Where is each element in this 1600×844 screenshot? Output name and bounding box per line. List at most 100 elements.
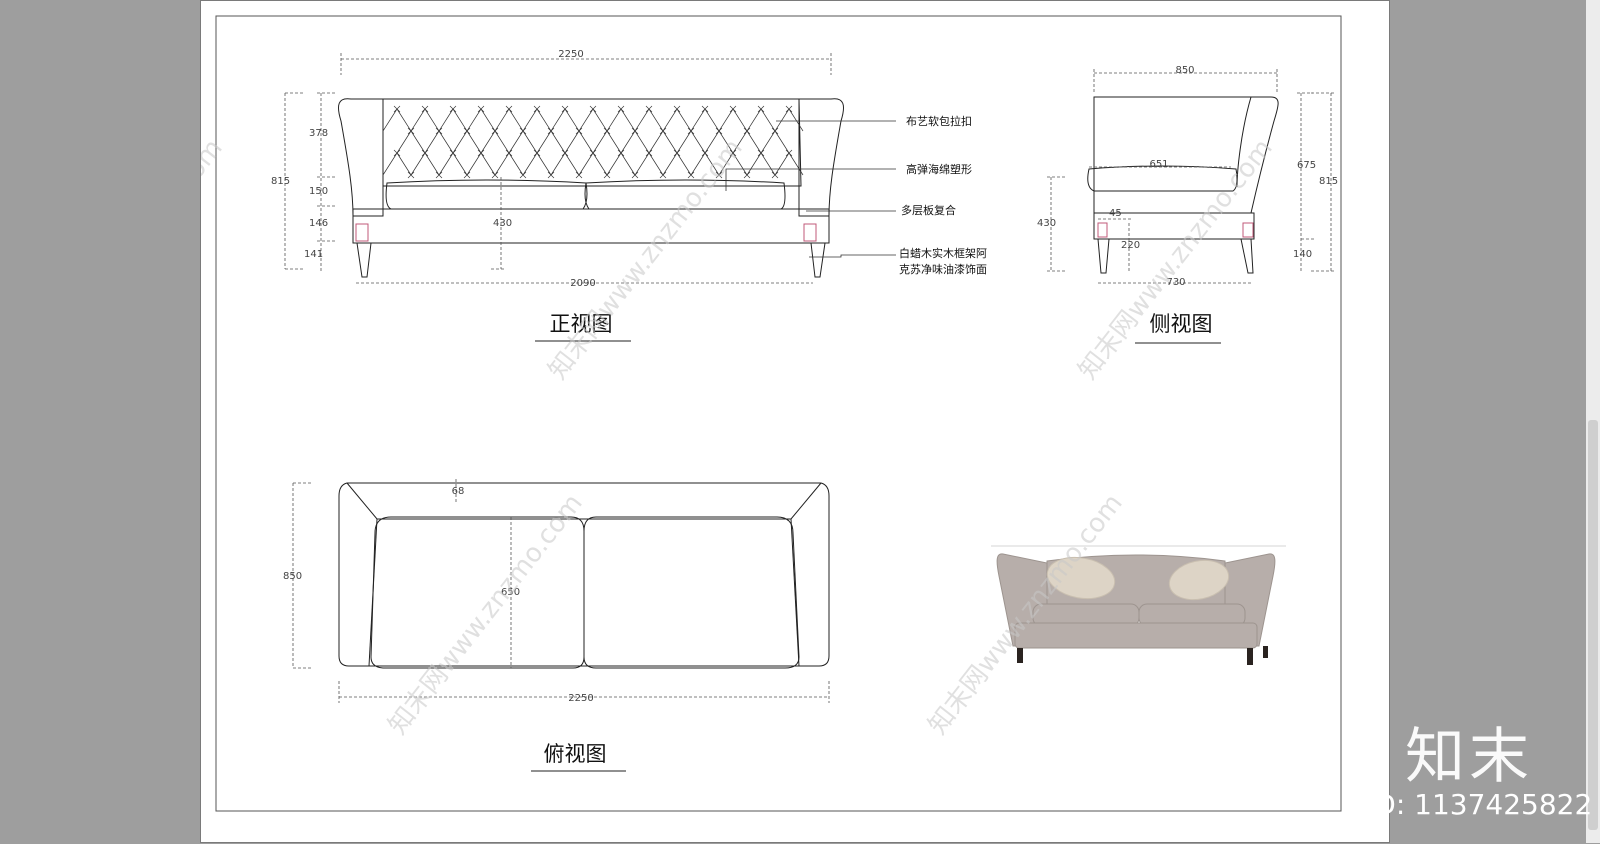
top-back-inner xyxy=(346,482,822,520)
tuft-seam xyxy=(676,130,706,154)
side-seat-depth-label: 651 xyxy=(1149,159,1168,170)
tuft-seam xyxy=(718,108,748,132)
tuft-seam xyxy=(536,130,566,154)
tuft-seam xyxy=(466,152,496,176)
tuft-seam xyxy=(382,152,412,176)
tuft-seam xyxy=(746,152,776,176)
tuft-seam xyxy=(606,152,636,176)
tuft-seam xyxy=(662,152,692,176)
tuft-seam xyxy=(690,108,720,132)
tuft-seam xyxy=(508,130,538,154)
front-cushion-left xyxy=(385,179,588,210)
tuft-button xyxy=(575,171,583,179)
sofa-photo xyxy=(991,545,1286,665)
drawing-frame xyxy=(215,15,1342,812)
tuft-seam xyxy=(452,130,482,154)
tuft-button xyxy=(547,171,555,179)
tuft-seam xyxy=(396,130,426,154)
front-left-arm xyxy=(338,98,384,217)
front-cushion-height-label: 150 xyxy=(309,186,328,197)
side-overall-depth-label: 850 xyxy=(1175,65,1194,76)
tuft-seam xyxy=(550,152,580,176)
front-left-leg xyxy=(356,242,372,278)
tuft-seam xyxy=(578,152,608,176)
tuft-seam xyxy=(592,130,622,154)
side-back-height-label: 675 xyxy=(1297,160,1316,171)
tuft-seam xyxy=(606,108,636,132)
side-view-title: 侧视图 xyxy=(1150,312,1213,336)
side-frame-rail xyxy=(1093,212,1255,240)
watermark-3: 知末网www.znzmo.com xyxy=(1073,134,1279,386)
front-base-width-label: 2090 xyxy=(570,278,595,289)
tuft-seam xyxy=(620,130,650,154)
tuft-seam xyxy=(522,152,552,176)
drawing-sheet: 2250 2090 815 378 150 146 141 430 布艺软包拉扣… xyxy=(200,0,1390,843)
note-foam: 高弹海绵塑形 xyxy=(906,162,972,176)
tuft-seam xyxy=(634,108,664,132)
side-cushion xyxy=(1087,165,1238,192)
tuft-button xyxy=(407,171,415,179)
watermarks: 知末网www.znzmo.com 知末网www.znzmo.com 知末网www… xyxy=(201,134,1279,741)
front-leg-height-label: 141 xyxy=(304,249,323,260)
tuft-seam xyxy=(634,152,664,176)
tuft-seam xyxy=(424,130,454,154)
tuft-seam xyxy=(760,130,790,154)
tuft-button xyxy=(603,171,611,179)
tuft-seam xyxy=(718,152,748,176)
tuft-seam xyxy=(522,108,552,132)
note-frame-line2: 克苏净味油漆饰面 xyxy=(899,262,987,276)
tuft-button xyxy=(435,171,443,179)
sofa-drawing: 2250 2090 815 378 150 146 141 430 布艺软包拉扣… xyxy=(201,15,1342,812)
brand-logo: 知末 xyxy=(1405,722,1533,792)
tuft-seam xyxy=(578,108,608,132)
photo-rail xyxy=(1014,622,1258,649)
tuft-seam xyxy=(410,152,440,176)
photo-pillow-right xyxy=(1168,559,1230,601)
tuft-seam xyxy=(466,108,496,132)
tuft-seam xyxy=(480,130,510,154)
front-back-height-label: 378 xyxy=(309,128,328,139)
tuft-button xyxy=(715,171,723,179)
front-leader-lines xyxy=(725,120,896,258)
photo-pillow-left xyxy=(1046,556,1116,600)
front-frame-height-label: 146 xyxy=(309,218,328,229)
top-overall-width-label: 2250 xyxy=(568,693,593,704)
top-arm-width-label: 68 xyxy=(452,486,465,497)
side-base-depth-label: 730 xyxy=(1166,277,1185,288)
top-view xyxy=(338,482,830,669)
front-right-arm xyxy=(798,98,844,217)
side-dimensions xyxy=(1047,69,1335,284)
image-id: ID: 1137425822 xyxy=(1366,788,1593,821)
tuft-seam xyxy=(732,130,762,154)
side-leg-inner-label: 220 xyxy=(1121,240,1140,251)
side-front-leg-mount xyxy=(1097,222,1108,238)
tuft-button xyxy=(771,171,779,179)
top-outline xyxy=(338,482,830,667)
side-view xyxy=(1087,96,1279,274)
side-front-leg xyxy=(1097,238,1110,274)
tuft-button xyxy=(491,171,499,179)
side-back-leg-mount xyxy=(1242,222,1254,238)
tuft-seam xyxy=(774,108,804,132)
tuft-seam xyxy=(774,152,804,176)
tuft-seam xyxy=(662,108,692,132)
front-back xyxy=(382,98,802,187)
watermark-1: 知末网www.znzmo.com xyxy=(201,134,229,386)
tuft-button xyxy=(519,171,527,179)
photo-leg-right xyxy=(1247,648,1253,665)
tuft-button xyxy=(659,171,667,179)
scrollbar-thumb[interactable] xyxy=(1588,420,1598,830)
tuft-button xyxy=(463,171,471,179)
front-overall-width-label: 2250 xyxy=(558,49,583,60)
top-cushion-left xyxy=(370,516,585,669)
tuft-seam xyxy=(564,130,594,154)
top-dimensions xyxy=(292,479,830,703)
note-fabric: 布艺软包拉扣 xyxy=(906,114,972,128)
front-view-title: 正视图 xyxy=(550,312,613,336)
top-cushion-right xyxy=(583,516,800,669)
tuft-button xyxy=(743,171,751,179)
tuft-seam xyxy=(648,130,678,154)
tuft-seam xyxy=(494,108,524,132)
top-overall-depth-label: 850 xyxy=(283,571,302,582)
tuft-seam xyxy=(550,108,580,132)
